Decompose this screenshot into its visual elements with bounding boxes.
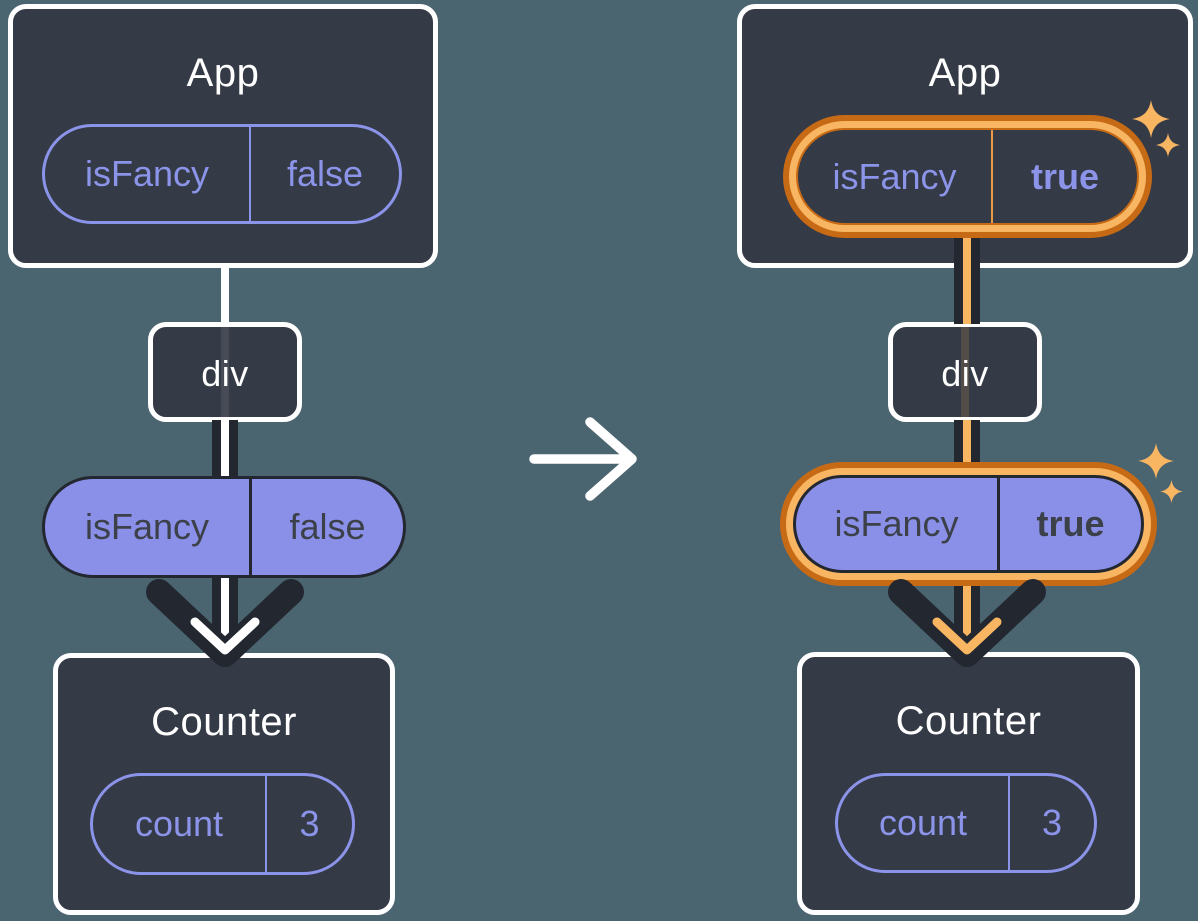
highlighted-prop-ring: isFancy true [783, 115, 1152, 238]
prop-name: isFancy [834, 503, 959, 544]
prop-value: false [286, 153, 364, 194]
passed-prop-pill: isFancy true [793, 475, 1144, 573]
div-element-box: div [148, 322, 302, 422]
flow-line [221, 264, 229, 324]
prop-pill: isFancy false [42, 124, 402, 224]
component-title: Counter [895, 699, 1042, 743]
ghost-flow-stripe [221, 327, 229, 417]
sparkle-icon-large [1132, 100, 1170, 138]
arrow-down-icon [888, 579, 1046, 667]
arrow-down-icon [146, 579, 304, 667]
component-title: Counter [151, 700, 297, 744]
sparkle-icon-small [1160, 480, 1183, 503]
highlighted-prop-ring: isFancy true [780, 462, 1157, 586]
pill-divider [997, 478, 1000, 570]
flow-line [963, 420, 971, 468]
prop-name: isFancy [84, 506, 210, 547]
prop-pill: isFancy true [796, 128, 1139, 225]
flow-line [221, 420, 229, 480]
pill-divider [1008, 776, 1010, 870]
pill-divider [249, 479, 252, 575]
state-pill: count 3 [835, 773, 1097, 873]
state-name: count [134, 803, 224, 844]
component-title: App [928, 51, 1002, 95]
passed-prop-pill: isFancy false [42, 476, 406, 578]
prop-name: isFancy [832, 155, 957, 197]
element-label: div [201, 353, 249, 394]
state-value: 3 [299, 803, 320, 844]
state-value: 3 [1041, 802, 1063, 843]
sparkle-icon-small [1156, 133, 1180, 157]
component-title: App [186, 51, 260, 95]
ghost-flow-stripe [961, 327, 969, 417]
prop-value: false [289, 506, 366, 547]
state-name: count [878, 802, 968, 843]
flow-line [221, 576, 229, 648]
sparkle-icon-large [1138, 443, 1174, 479]
state-pill: count 3 [90, 773, 355, 875]
pill-divider [991, 130, 993, 223]
flow-line [963, 584, 971, 654]
div-element-box: div [888, 322, 1042, 422]
element-label: div [941, 353, 989, 394]
counter-component-box: Counter [53, 653, 395, 915]
pill-divider [265, 776, 267, 872]
flow-line [963, 236, 971, 324]
prop-value: true [1036, 503, 1105, 544]
pill-divider [249, 127, 251, 221]
prop-value: true [1030, 155, 1099, 197]
arrow-right-icon [529, 417, 637, 501]
prop-name: isFancy [84, 153, 210, 194]
